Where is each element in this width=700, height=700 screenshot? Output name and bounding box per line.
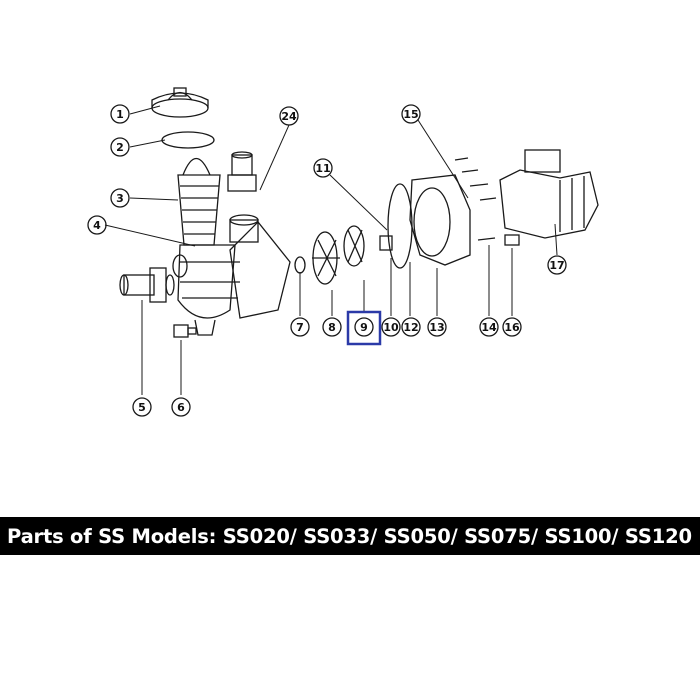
strainer-basket-part (177, 157, 221, 246)
bolt-part (477, 237, 496, 241)
callout-14: 14 (479, 317, 499, 337)
seal-plate-part (409, 174, 471, 266)
callout-12: 12 (401, 317, 421, 337)
drain-plug-part (173, 324, 197, 338)
lid-o-ring-part (161, 131, 215, 149)
leader-lines (104, 105, 558, 395)
pump-housing-part (172, 214, 291, 336)
svg-text:2: 2 (116, 141, 124, 154)
callout-6: 6 (171, 397, 191, 417)
svg-text:14: 14 (481, 321, 497, 334)
callout-11: 11 (313, 158, 333, 178)
callout-13: 13 (427, 317, 447, 337)
callout-1: 1 (110, 104, 130, 124)
svg-text:17: 17 (549, 259, 564, 272)
cover-lid-part (151, 87, 209, 118)
svg-text:7: 7 (296, 321, 304, 334)
diffuser-part (312, 231, 340, 285)
outlet-union-part (227, 151, 257, 192)
banner-title: Parts of SS Models: SS020/ SS033/ SS050/… (7, 524, 692, 548)
svg-text:9: 9 (360, 321, 368, 334)
svg-text:24: 24 (281, 110, 297, 123)
callout-2: 2 (110, 137, 130, 157)
svg-text:13: 13 (429, 321, 444, 334)
svg-text:15: 15 (403, 108, 418, 121)
callout-17: 17 (547, 255, 567, 275)
union-connector-part (119, 267, 175, 303)
screws-part (454, 157, 497, 201)
motor-foot-part (504, 234, 520, 246)
svg-text:5: 5 (138, 401, 146, 414)
highlight-box-part-9 (346, 310, 382, 346)
motor-part (499, 149, 599, 239)
callout-16: 16 (502, 317, 522, 337)
callout-24: 24 (279, 106, 299, 126)
callout-3: 3 (110, 188, 130, 208)
callout-10: 10 (381, 317, 401, 337)
svg-text:4: 4 (93, 219, 101, 232)
o-ring-part (294, 256, 306, 274)
callout-5: 5 (132, 397, 152, 417)
callout-8: 8 (322, 317, 342, 337)
svg-text:11: 11 (315, 162, 330, 175)
svg-text:12: 12 (403, 321, 418, 334)
svg-text:8: 8 (328, 321, 336, 334)
shaft-seal-part (379, 235, 393, 251)
svg-text:1: 1 (116, 108, 124, 121)
callout-15: 15 (401, 104, 421, 124)
models-banner: Parts of SS Models: SS020/ SS033/ SS050/… (0, 517, 700, 555)
impeller-part (343, 225, 365, 267)
callout-4: 4 (87, 215, 107, 235)
callout-9: 9 (354, 317, 374, 337)
svg-text:10: 10 (383, 321, 399, 334)
svg-text:16: 16 (504, 321, 520, 334)
callout-7: 7 (290, 317, 310, 337)
seal-plate-gasket-part (387, 183, 413, 269)
svg-text:3: 3 (116, 192, 124, 205)
svg-text:6: 6 (177, 401, 185, 414)
